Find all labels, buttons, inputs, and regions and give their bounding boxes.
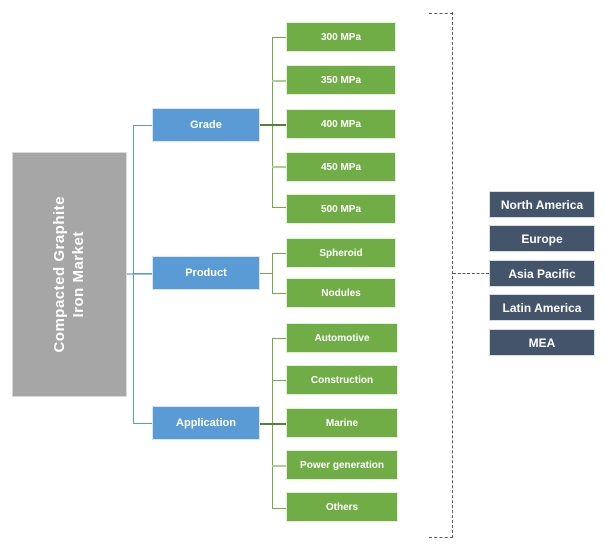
connector-green-spine-grade [272,37,273,207]
leaf-label-grade-350mpa: 350 MPa [320,74,362,86]
connector-green-branch-grade-2 [272,80,286,82]
connector-blue-spine [133,125,134,423]
region-box-latin-america[interactable]: Latin America [489,294,595,321]
leaf-box-product-spheroid[interactable]: Spheroid [286,238,396,268]
category-label-grade: Grade [190,119,222,131]
region-box-europe[interactable]: Europe [489,225,595,252]
connector-green-branch-grade-3 [260,124,286,126]
leaf-label-application-marine: Marine [325,417,359,429]
connector-blue-branch-grade [133,125,153,126]
leaf-label-application-power-generation: Power generation [300,459,384,471]
category-box-application[interactable]: Application [152,406,260,440]
leaf-label-grade-300mpa: 300 MPa [320,31,362,43]
leaf-box-grade-450mpa[interactable]: 450 MPa [286,152,396,182]
connector-blue-branch-application [133,423,153,424]
connector-green-branch-app-2 [272,380,286,381]
connector-green-spine-product [272,253,273,293]
category-label-application: Application [176,417,236,429]
leaf-box-grade-400mpa[interactable]: 400 MPa [286,109,396,139]
connector-green-branch-grade-4 [272,166,286,168]
category-label-product: Product [185,267,227,279]
connector-green-branch-app-4 [272,465,286,467]
connector-green-branch-product-1 [272,253,286,254]
leaf-label-application-others: Others [325,501,359,513]
leaf-box-application-others[interactable]: Others [286,492,398,522]
leaf-label-application-automotive: Automotive [314,332,370,344]
region-box-mea[interactable]: MEA [489,329,595,356]
connector-green-branch-grade-1 [272,37,286,38]
connector-green-branch-app-5 [272,508,286,509]
connector-green-branch-app-1 [272,338,286,339]
leaf-label-grade-400mpa: 400 MPa [320,118,362,130]
connector-green-branch-product-2 [272,293,286,294]
leaf-label-grade-500mpa: 500 MPa [320,203,362,215]
leaf-label-application-construction: Construction [310,374,374,386]
leaf-label-product-nodules: Nodules [321,287,361,299]
region-label-asia-pacific: Asia Pacific [508,266,576,281]
root-market-box: Compacted Graphite Iron Market [12,152,127,397]
connector-green-branch-app-3 [260,423,286,425]
connector-green-stub-product [260,273,272,274]
leaf-box-grade-350mpa[interactable]: 350 MPa [286,65,396,95]
region-label-north-america: North America [500,197,584,212]
connector-green-branch-grade-5 [272,207,286,208]
region-bracket-top [429,13,453,14]
connector-root-stub [127,273,153,275]
leaf-box-application-marine[interactable]: Marine [286,408,398,438]
leaf-box-application-automotive[interactable]: Automotive [286,323,398,353]
region-label-mea: MEA [528,335,556,350]
leaf-box-grade-300mpa[interactable]: 300 MPa [286,22,396,52]
leaf-box-application-power-generation[interactable]: Power generation [286,450,398,480]
root-market-label: Compacted Graphite Iron Market [50,196,87,353]
leaf-label-grade-450mpa: 450 MPa [320,161,362,173]
connector-blue-branch-product [133,273,153,274]
region-label-latin-america: Latin America [502,300,582,315]
leaf-box-product-nodules[interactable]: Nodules [286,278,396,308]
category-box-grade[interactable]: Grade [152,108,260,142]
leaf-box-application-construction[interactable]: Construction [286,365,398,395]
region-bracket-bottom [429,537,453,538]
region-label-europe: Europe [521,231,563,246]
region-bracket-vertical [452,12,453,538]
region-box-asia-pacific[interactable]: Asia Pacific [489,260,595,287]
region-bracket-connector [453,273,489,274]
leaf-box-grade-500mpa[interactable]: 500 MPa [286,194,396,224]
region-box-north-america[interactable]: North America [489,191,595,218]
leaf-label-product-spheroid: Spheroid [319,247,363,259]
category-box-product[interactable]: Product [152,256,260,290]
